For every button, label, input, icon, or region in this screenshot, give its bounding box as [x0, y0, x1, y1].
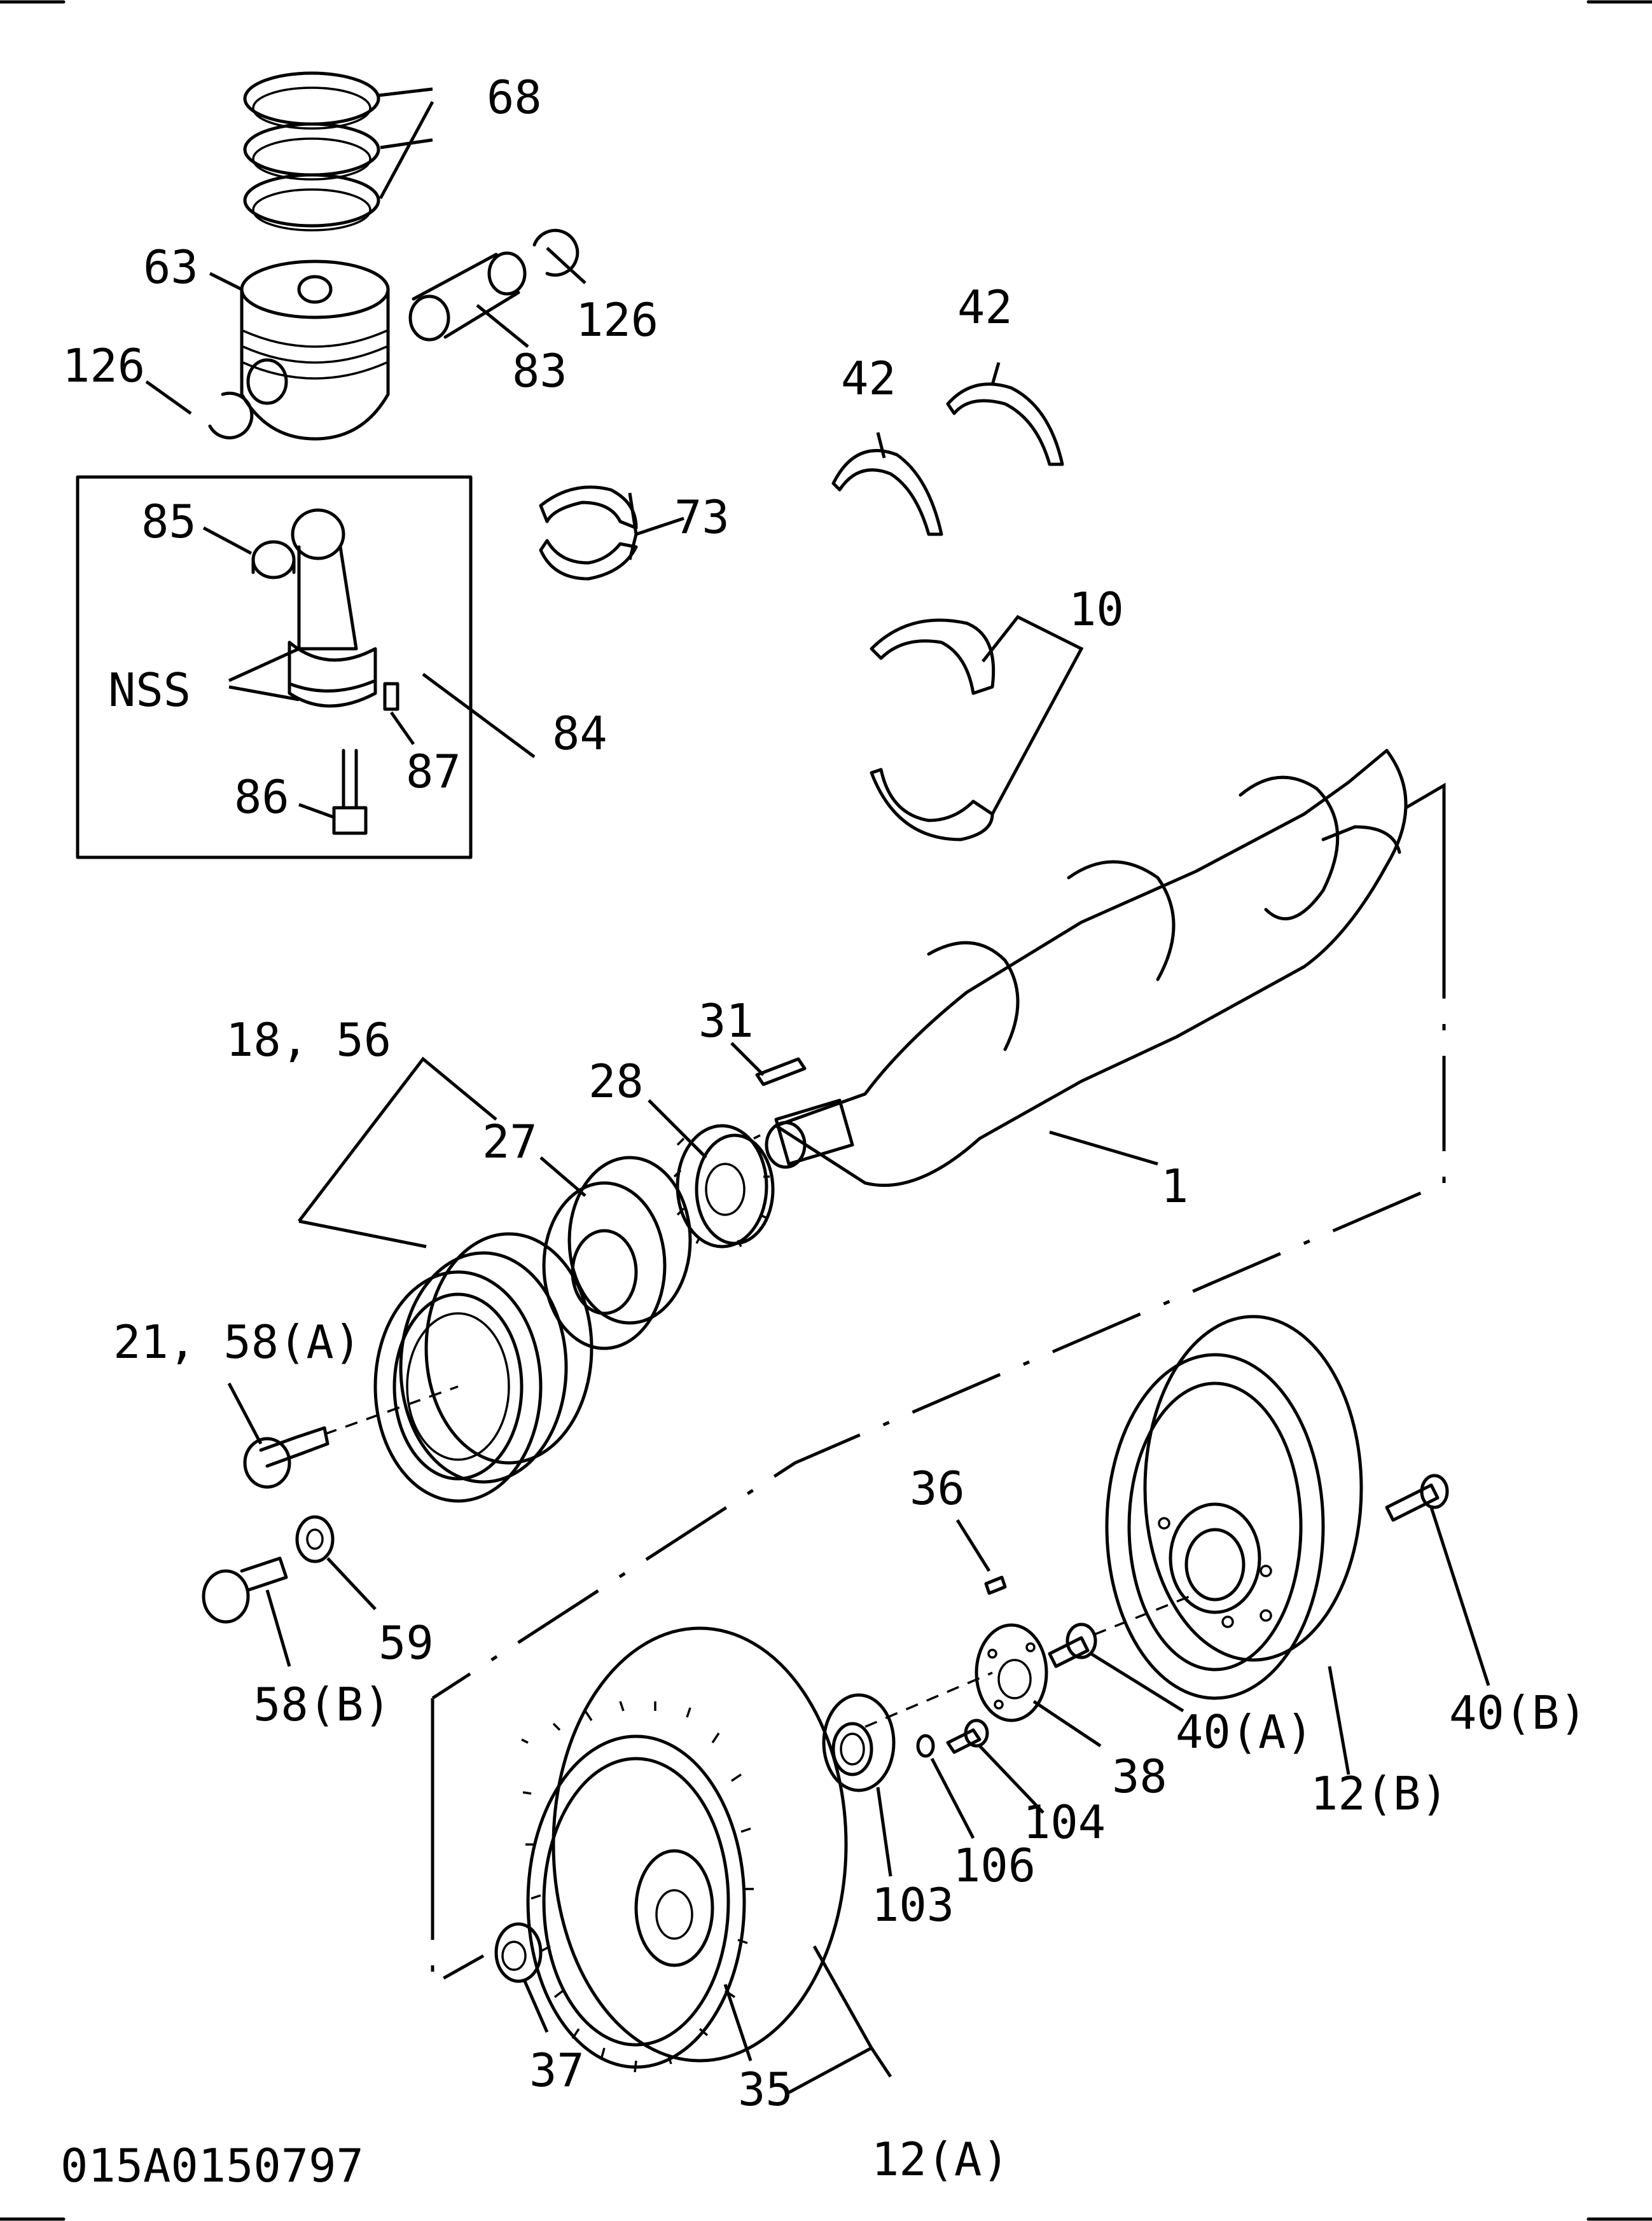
piston-rings: [243, 71, 434, 232]
thrust-washers: [831, 362, 1064, 536]
flywheel-b: [1105, 1315, 1363, 1775]
bearing-103: [822, 1671, 993, 1877]
piston-pin: [408, 251, 529, 348]
callout-21-58a: 21, 58(A): [113, 1315, 361, 1369]
callout-12b: 12(B): [1310, 1767, 1448, 1820]
callout-73: 73: [674, 490, 730, 544]
connecting-rod: [228, 508, 536, 759]
bolt-104: [946, 1719, 1045, 1814]
conrod-bearings: [539, 485, 684, 581]
callout-37: 37: [529, 2044, 585, 2097]
main-bearings: [870, 614, 1084, 841]
callout-nss: NSS: [108, 663, 191, 717]
callout-38: 38: [1112, 1750, 1167, 1803]
plate: [975, 1623, 1102, 1748]
assembly-bracket: [431, 782, 1446, 1988]
callout-27: 27: [482, 1115, 538, 1168]
flywheel-bolt-40a: [1048, 1595, 1190, 1713]
callout-86: 86: [234, 770, 289, 824]
pulley-bolt: [227, 1382, 459, 1489]
flywheel-bolt-b: [202, 1556, 291, 1667]
key: [730, 1042, 807, 1086]
conrod-bolt: [298, 749, 368, 835]
callout-36: 36: [910, 1462, 965, 1515]
washer: [295, 1515, 377, 1610]
snap-ring: [916, 1734, 975, 1839]
crank-gear: [648, 1099, 775, 1249]
callout-68: 68: [487, 71, 542, 124]
flywheel-bolt-40b: [1385, 1474, 1490, 1686]
crank-pulley: [298, 1056, 593, 1503]
spacer: [539, 1156, 692, 1350]
callout-18-56: 18, 56: [226, 1013, 391, 1067]
callout-42-lower: 42: [841, 352, 896, 405]
callout-103: 103: [871, 1878, 954, 1932]
dowel-pin: [383, 682, 415, 745]
flywheel-a: [521, 1626, 892, 2094]
callout-10: 10: [1069, 583, 1124, 636]
callout-63: 63: [143, 240, 198, 294]
callout-31: 31: [698, 994, 754, 1048]
callout-12a: 12(A): [871, 2133, 1010, 2186]
callout-40a: 40(A): [1176, 1705, 1314, 1759]
callout-28: 28: [588, 1055, 644, 1108]
callout-126-left: 126: [62, 339, 145, 392]
circlip-right: [532, 228, 587, 284]
dowel-pin-36: [955, 1519, 1007, 1595]
callout-87: 87: [406, 745, 461, 798]
callout-126-right: 126: [576, 293, 658, 347]
small-end-bush: [202, 526, 296, 579]
crankshaft: [765, 749, 1408, 1187]
drawing-code: 015A0150797: [60, 2139, 364, 2192]
callout-83: 83: [512, 344, 567, 398]
callout-84: 84: [552, 707, 607, 760]
pilot-bearing: [494, 1922, 549, 2033]
callout-59: 59: [378, 1616, 434, 1670]
callout-85: 85: [141, 495, 197, 548]
circlip-left: [145, 380, 254, 439]
piston: [209, 259, 390, 441]
callout-42-upper: 42: [957, 280, 1013, 334]
callout-1: 1: [1161, 1159, 1188, 1213]
callout-labels: 68 63 126 126 83 42 42 73 85 10 NSS 84 8…: [60, 71, 1587, 2192]
callout-40b: 40(B): [1449, 1686, 1587, 1740]
callout-104: 104: [1023, 1795, 1106, 1849]
conrod-assembly-box: [76, 475, 473, 859]
callout-106: 106: [953, 1839, 1036, 1892]
callout-58b: 58(B): [253, 1678, 391, 1731]
callout-35: 35: [738, 2063, 793, 2116]
